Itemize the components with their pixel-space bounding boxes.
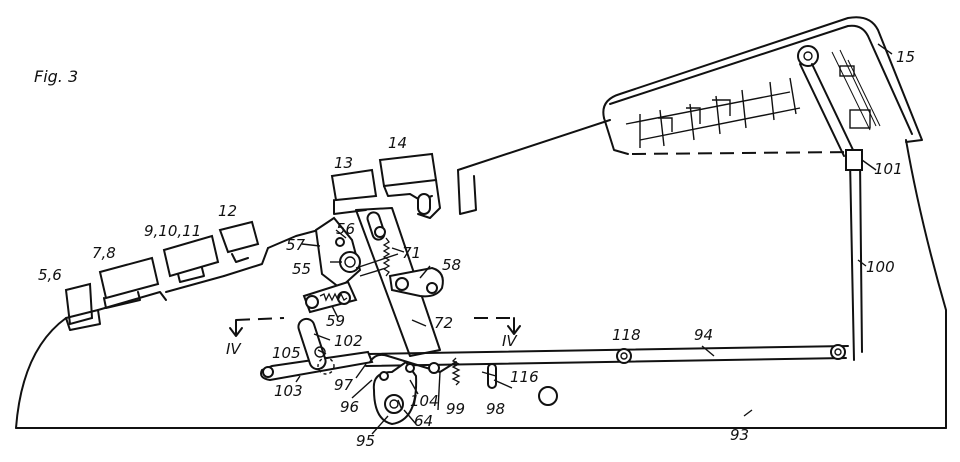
hole-circle	[538, 386, 558, 406]
lever-58	[388, 266, 444, 298]
spring-59	[319, 292, 348, 302]
link-105	[297, 317, 335, 375]
label-5-6: 5,6	[38, 266, 62, 284]
label-iv-right: IV	[502, 332, 518, 350]
lever-97	[369, 353, 457, 373]
label-12: 12	[218, 202, 237, 220]
label-105: 105	[272, 344, 301, 362]
label-iv-left: IV	[226, 340, 242, 358]
label-9-10-11: 9,10,11	[144, 222, 201, 240]
label-58: 58	[442, 256, 461, 274]
label-99: 99	[446, 400, 465, 418]
label-98: 98	[486, 400, 505, 418]
print-head-housing	[602, 16, 923, 157]
figure-title: Fig. 3	[34, 67, 78, 86]
label-59: 59	[326, 312, 345, 330]
key-block-13	[330, 168, 378, 215]
label-101: 101	[874, 160, 903, 178]
pivot-99	[428, 362, 440, 374]
label-97: 97	[334, 376, 354, 394]
label-118: 118	[612, 326, 641, 344]
label-116: 116	[510, 368, 539, 386]
label-15: 15	[896, 48, 915, 66]
section-marker-left	[229, 317, 285, 337]
key-block-9-10-11	[162, 234, 225, 293]
spring-99	[451, 357, 461, 386]
label-57: 57	[286, 236, 306, 254]
label-55: 55	[292, 260, 311, 278]
section-marker-right	[474, 317, 521, 335]
rod-100	[845, 149, 863, 361]
connector-arm	[355, 253, 399, 277]
key-block-7-8	[97, 256, 167, 311]
dashed-reference-line	[631, 151, 853, 155]
label-103: 103	[274, 382, 303, 400]
label-64: 64	[414, 412, 433, 430]
label-56: 56	[336, 220, 355, 238]
key-block-5-6	[64, 282, 101, 331]
rail-94	[365, 344, 849, 367]
cam-95	[372, 360, 418, 426]
key-block-14	[378, 152, 477, 219]
label-94: 94	[694, 326, 713, 344]
label-71: 71	[402, 244, 421, 262]
label-100: 100	[866, 258, 895, 276]
slide-plate-72	[355, 207, 441, 357]
label-102: 102	[334, 332, 363, 350]
lever-57	[314, 216, 362, 290]
label-95: 95	[356, 432, 375, 450]
label-72: 72	[434, 314, 453, 332]
label-93: 93	[730, 426, 749, 444]
label-13: 13	[334, 154, 353, 172]
housing-outline	[15, 119, 947, 429]
label-96: 96	[340, 398, 359, 416]
label-7-8: 7,8	[92, 244, 116, 262]
label-14: 14	[388, 134, 407, 152]
key-block-12	[218, 220, 269, 277]
part-labels: 15 14 13 12 9,10,11 7,8 5,6 56 57 55 71 …	[38, 48, 915, 450]
leader-lines	[295, 43, 893, 435]
label-104: 104	[410, 392, 439, 410]
